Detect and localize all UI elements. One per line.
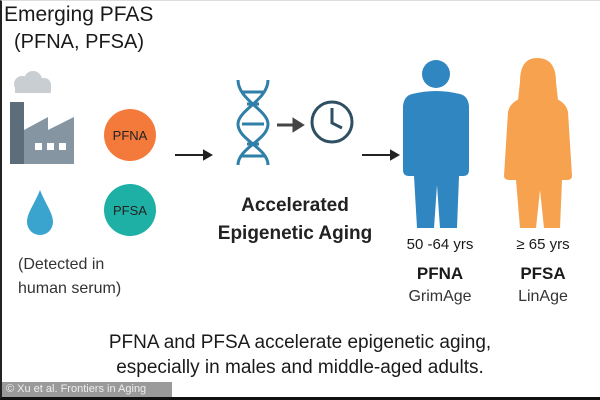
female-figure-icon <box>504 58 572 228</box>
arrow-icon <box>175 149 214 161</box>
group2-age: ≥ 65 yrs <box>516 236 570 253</box>
conclusion-line1: PFNA and PFSA accelerate epigenetic agin… <box>108 332 492 353</box>
title-line1: Emerging PFAS <box>4 3 154 26</box>
watermark: © Xu et al. Frontiers in Aging <box>2 382 172 397</box>
effect-line2: Epigenetic Aging <box>217 223 373 244</box>
group1-age: 50 -64 yrs <box>406 236 474 253</box>
title-line2: (PFNA, PFSA) <box>14 31 145 53</box>
conclusion-line2: especially in males and middle-aged adul… <box>116 357 484 378</box>
group2-clock: LinAge <box>518 288 568 305</box>
factory-icon <box>10 71 74 164</box>
water-drop-icon <box>27 190 53 235</box>
source-note-line1: (Detected in <box>18 256 105 273</box>
clock-icon <box>310 100 354 144</box>
group1-clock: GrimAge <box>408 288 472 305</box>
arrow-icon <box>362 149 401 161</box>
arrow-icon <box>277 117 305 133</box>
pfna-badge: PFNA <box>104 109 156 161</box>
group1-compound: PFNA <box>416 264 464 283</box>
effect-line1: Accelerated <box>241 195 349 216</box>
group2-compound: PFSA <box>520 264 566 283</box>
dna-icon <box>236 79 270 166</box>
source-note-line2: human serum) <box>18 280 122 297</box>
male-figure-icon <box>403 60 469 228</box>
pfsa-badge: PFSA <box>104 184 156 236</box>
